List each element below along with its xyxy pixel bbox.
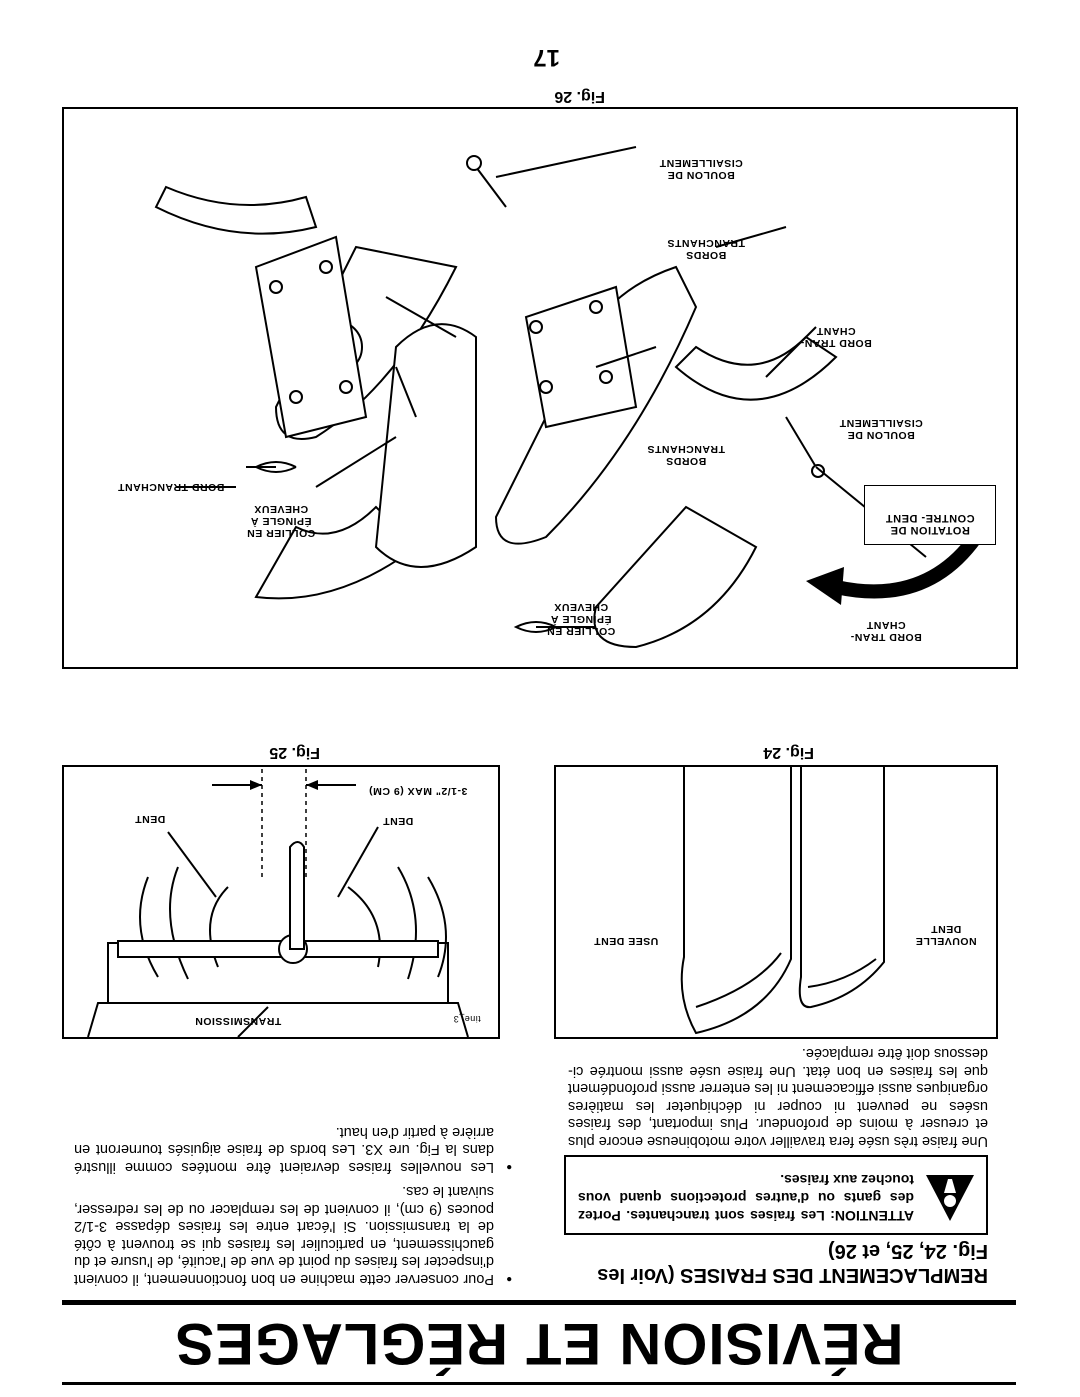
rotation-label: ROTATION DE CONTRE- DENT: [885, 512, 975, 536]
warning-text: ATTENTION: Les fraises sont tranchantes.…: [578, 1172, 914, 1224]
cutting-edges-label-1: BORDS TRANCHANTS: [667, 237, 745, 261]
page-title: RÉVISION ET RÉGLAGES: [174, 1311, 904, 1376]
fig25-drawing: [87, 767, 469, 1037]
bullet-dot: •: [506, 1270, 512, 1287]
gap-label: 3-1/2" MAX (9 CM): [368, 785, 468, 797]
page-number: 17: [533, 44, 560, 71]
fig25-caption: Fig. 25: [269, 744, 320, 761]
worn-tine-paragraph: Une fraise très usée fera travailler vot…: [568, 1045, 988, 1149]
new-tine-label: NOUVELLE DENT: [915, 923, 977, 947]
tine-label-left: DENT: [382, 815, 414, 827]
shear-bolt-label-2: BOULON DE CISAILLEMENT: [659, 157, 743, 181]
fig25-panel: TRANSMISSION tine_3 DENT DENT 3-1/2" MAX…: [62, 765, 500, 1039]
inspect-paragraph: Pour conserver cette machine en bon fonc…: [74, 1183, 494, 1287]
transmission-label: TRANSMISSION: [194, 1015, 282, 1027]
install-paragraph: Les nouvelles fraises devraient être mon…: [74, 1123, 494, 1175]
section-heading: REMPLACEMENT DES FRAISES (Voir les Fig. …: [597, 1240, 988, 1286]
cutting-edge-label-1: BORD TRAN- CHANT: [850, 619, 922, 643]
fig24-drawing: [680, 767, 885, 1035]
tine-label-right: DENT: [134, 813, 166, 825]
title-rule-bottom: [62, 1300, 1016, 1305]
figure-ref: tine_3: [453, 1014, 481, 1024]
title-rule-top: [62, 1382, 1016, 1385]
shear-bolt-label-1: BOULON DE CISAILLEMENT: [839, 417, 923, 441]
fig24-panel: NOUVELLE DENT USEE DENT: [554, 765, 998, 1039]
warning-box: ATTENTION: Les fraises sont tranchantes.…: [564, 1155, 988, 1235]
hairpin-label-1: COLLIER EN ÉPINGLE À CHEVEUX: [546, 601, 616, 637]
fig24-caption: Fig. 24: [763, 744, 814, 761]
bullet-dot: •: [506, 1158, 512, 1175]
cutting-edge-label-2: BORD TRAN- CHANT: [800, 325, 872, 349]
rotation-box: ROTATION DE CONTRE- DENT: [864, 485, 996, 545]
fig26-panel: ROTATION DE CONTRE- DENT BORD TRAN- CHAN…: [62, 107, 1018, 669]
warning-icon: [924, 1171, 976, 1223]
worn-tine-label: USEE DENT: [593, 935, 659, 947]
hairpin-label-2: COLLIER EN ÉPINGLE À CHEVEUX: [246, 503, 316, 539]
cutting-edges-label-2: BORDS TRANCHANTS: [647, 443, 725, 467]
bullet-inspect: • Pour conserver cette machine en bon fo…: [72, 1181, 512, 1287]
fig26-drawing: [154, 146, 982, 649]
cutting-edge-label-3: BORD TRANCHANT: [117, 481, 225, 493]
bullet-install: • Les nouvelles fraises devraient être m…: [72, 1122, 512, 1175]
fig26-caption: Fig. 26: [554, 88, 605, 105]
